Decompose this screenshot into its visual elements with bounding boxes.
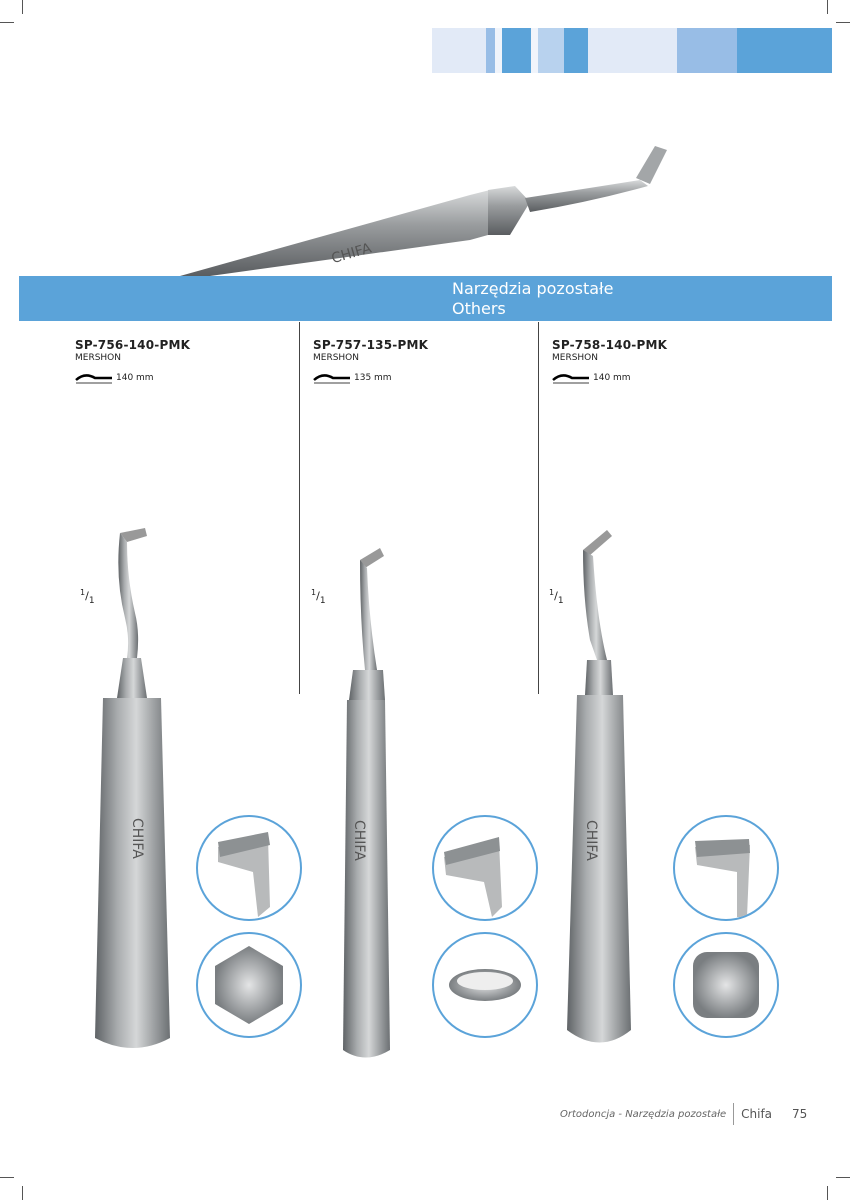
page-footer: Ortodoncja - Narzędzia pozostałe Chifa 7… [560, 1103, 807, 1125]
tip-detail-image [196, 815, 302, 921]
footer-section: Ortodoncja - Narzędzia pozostałe [560, 1108, 727, 1120]
column-divider [299, 322, 300, 694]
tip-detail-image [673, 815, 779, 921]
crop-mark [836, 22, 850, 23]
scale-label: 1/1 [311, 588, 326, 606]
section-banner: Narzędzia pozostałe Others [19, 276, 832, 321]
length-icon [552, 374, 589, 384]
crop-mark [827, 1186, 828, 1200]
instrument-image: CHIFA [343, 548, 390, 1058]
product-name: MERSHON [75, 353, 122, 363]
footer-brand: Chifa [741, 1107, 773, 1121]
product-length: 140 mm [593, 373, 631, 383]
column-divider [538, 322, 539, 694]
footer-divider [733, 1103, 735, 1125]
instrument-image: CHIFA [567, 530, 631, 1043]
length-icon [75, 374, 112, 384]
product-name: MERSHON [313, 353, 360, 363]
product-length: 135 mm [354, 373, 392, 383]
scale-label: 1/1 [80, 588, 95, 606]
product-code: SP-758-140-PMK [552, 338, 668, 352]
section-title-pl: Narzędzia pozostałe [452, 279, 614, 298]
crop-mark [0, 1177, 14, 1178]
hero-instrument-image: CHIFA [180, 146, 667, 276]
product-info: SP-758-140-PMK MERSHON 140 mm [552, 338, 667, 384]
product-code: SP-756-140-PMK [75, 338, 191, 352]
handle-end-detail-image [196, 932, 302, 1038]
product-code: SP-757-135-PMK [313, 338, 429, 352]
crop-mark [836, 1177, 850, 1178]
instrument-image: CHIFA [95, 528, 170, 1048]
product-length: 140 mm [116, 373, 154, 383]
crop-mark [22, 0, 23, 14]
length-icon [313, 374, 350, 384]
product-name: MERSHON [552, 353, 599, 363]
product-info: SP-757-135-PMK MERSHON 135 mm [313, 338, 428, 384]
svg-text:CHIFA: CHIFA [129, 818, 145, 859]
section-title-en: Others [452, 299, 506, 318]
handle-end-detail-image [432, 932, 538, 1038]
product-info: SP-756-140-PMK MERSHON 140 mm [75, 338, 190, 384]
tip-detail-image [432, 815, 538, 921]
svg-text:CHIFA: CHIFA [583, 820, 599, 861]
crop-mark [0, 22, 14, 23]
svg-text:CHIFA: CHIFA [351, 820, 367, 861]
crop-mark [22, 1186, 23, 1200]
handle-end-detail-image [673, 932, 779, 1038]
crop-mark [827, 0, 828, 14]
scale-label: 1/1 [549, 588, 564, 606]
page-number: 75 [792, 1107, 808, 1121]
